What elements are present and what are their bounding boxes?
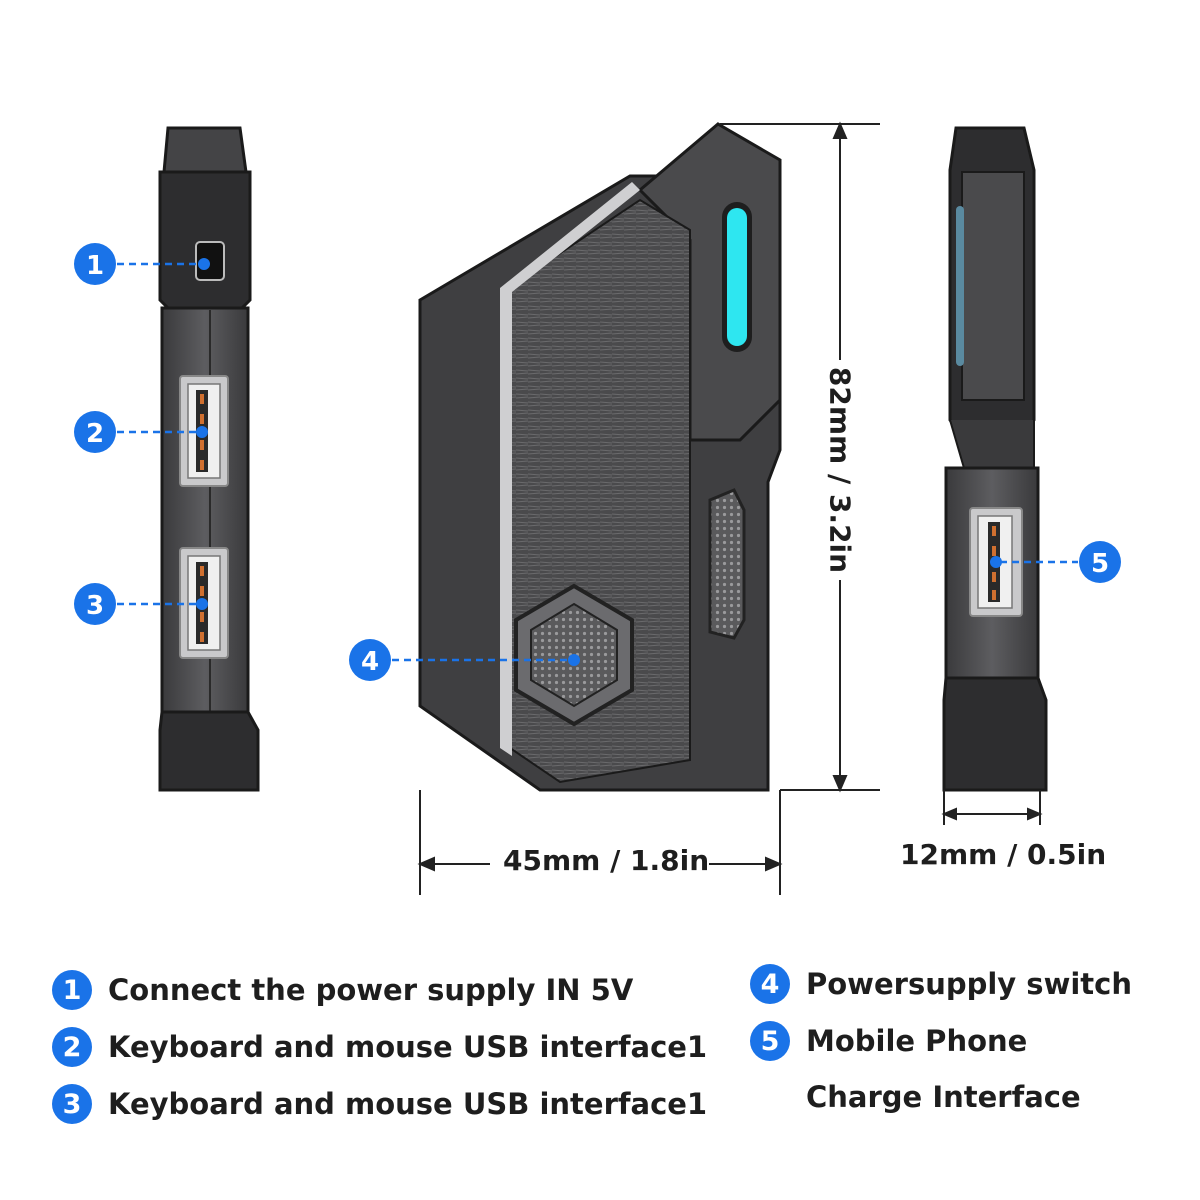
height-dimension-label: 82mm / 3.2in	[823, 360, 857, 580]
power-port	[195, 241, 225, 281]
legend-badge-4: 4	[750, 964, 790, 1005]
legend-text-1: Connect the power supply IN 5V	[108, 973, 634, 1007]
callout-2-number: 2	[86, 419, 104, 449]
height-dimension-line	[720, 121, 880, 793]
callout-4-number: 4	[361, 647, 379, 677]
legend-text-3: Keyboard and mouse USB interface1	[108, 1087, 708, 1121]
legend-text-5: Mobile Phone Charge Interface	[806, 1024, 1081, 1114]
legend-item-1: 1 Connect the power supply IN 5V	[52, 962, 633, 1019]
front-view	[418, 122, 782, 792]
depth-dimension-label: 12mm / 0.5in	[900, 838, 1107, 871]
callout-4: 4	[349, 639, 580, 681]
width-dimension-line	[417, 790, 783, 895]
width-dimension-label: 45mm / 1.8in	[503, 844, 710, 877]
side-vent	[708, 488, 746, 640]
callout-3: 3	[74, 583, 208, 625]
legend-item-2: 2 Keyboard and mouse USB interface1	[52, 1019, 707, 1076]
legend-badge-2: 2	[52, 1027, 92, 1068]
legend-item-4: 4 Powersupply switch	[750, 956, 1132, 1013]
callout-2: 2	[74, 411, 208, 453]
callout-1-number: 1	[86, 251, 104, 281]
right-side-view	[942, 126, 1048, 792]
legend-item-3: 3 Keyboard and mouse USB interface1	[52, 1076, 707, 1133]
legend-badge-5: 5	[750, 1021, 790, 1061]
depth-dimension-line	[941, 790, 1043, 825]
callout-5-number: 5	[1091, 549, 1109, 579]
legend-text-4: Powersupply switch	[806, 967, 1132, 1001]
legend-text-2: Keyboard and mouse USB interface1	[108, 1030, 708, 1064]
legend-item-5: 5 Mobile Phone Charge Interface	[750, 1013, 1146, 1125]
callout-3-number: 3	[86, 591, 104, 621]
callout-1: 1	[74, 243, 210, 285]
legend-badge-3: 3	[52, 1084, 92, 1125]
left-side-view	[158, 126, 260, 792]
legend-badge-1: 1	[52, 970, 92, 1011]
callout-5: 5	[990, 541, 1121, 583]
